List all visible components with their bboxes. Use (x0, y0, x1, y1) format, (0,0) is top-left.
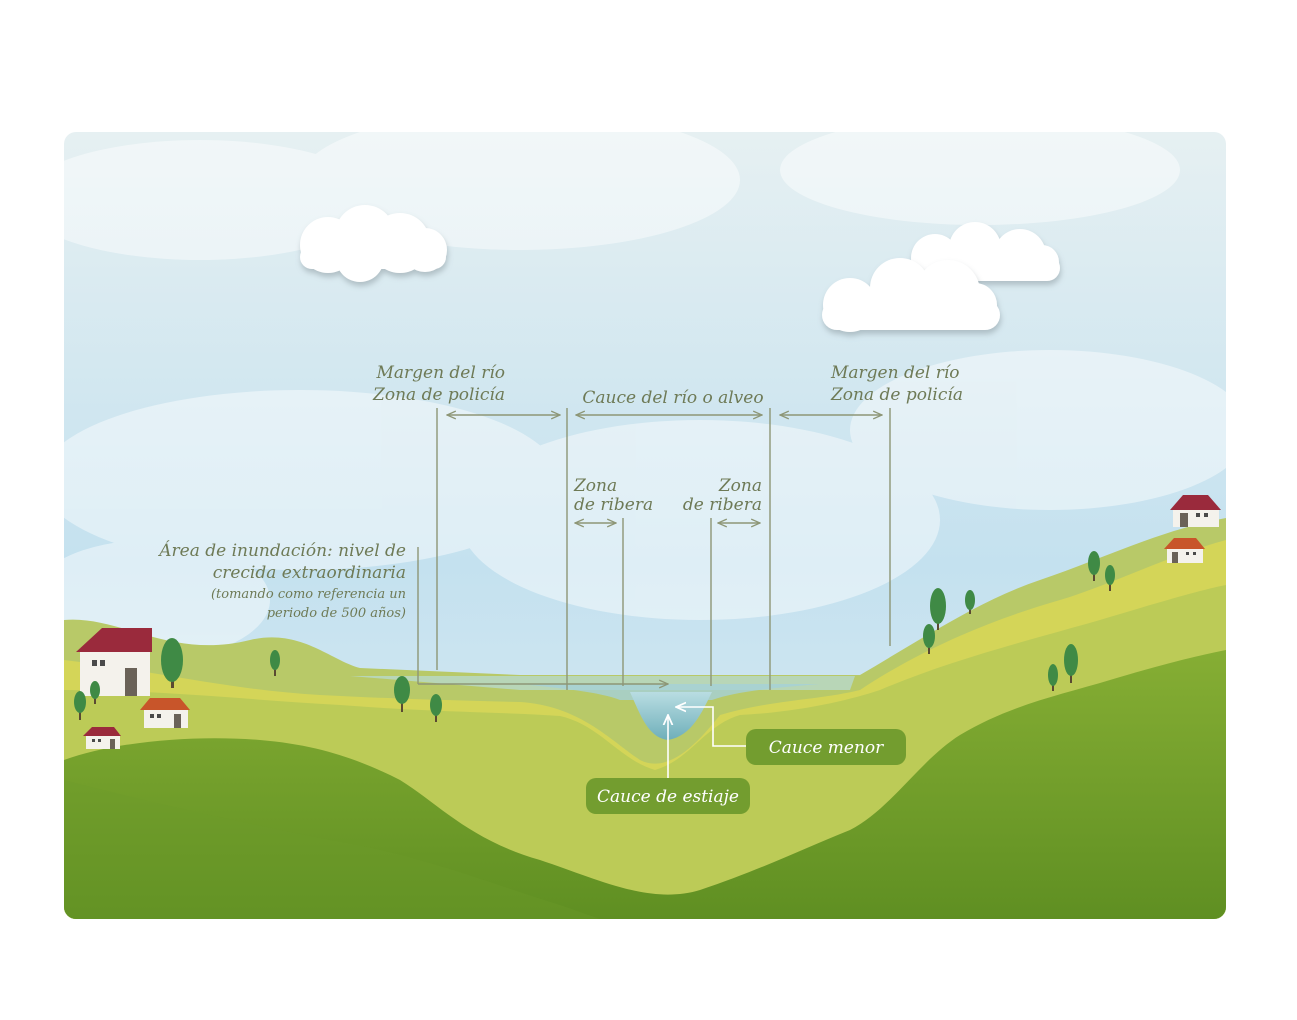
ribera-right-line1: Zona (718, 476, 762, 496)
cauce-estiaje-label: Cauce de estiaje (597, 787, 739, 807)
margin-left-line1: Margen del río (375, 363, 505, 383)
house-small-icon (83, 727, 121, 749)
cloud-right-front (822, 258, 1000, 332)
flood-line2: crecida extraordinaria (213, 563, 406, 583)
cauce-menor-label: Cauce menor (769, 738, 884, 758)
tree-icon (930, 588, 946, 630)
cauce-label: Cauce del río o alveo (582, 388, 763, 408)
trees (74, 551, 1115, 722)
cauce-estiaje-pill: Cauce de estiaje (586, 778, 750, 814)
tree-icon (90, 681, 100, 704)
tree-icon (1088, 551, 1100, 581)
tree-icon (161, 638, 183, 688)
hill-front-overlay (64, 780, 600, 919)
dimension-arrows (447, 415, 882, 523)
flood-line1: Área de inundación: nivel de (157, 540, 406, 561)
cauce-menor-pill: Cauce menor (746, 729, 906, 765)
cloud-left (300, 205, 447, 282)
ribera-right-line2: de ribera (683, 495, 762, 515)
flood-line4: periodo de 500 años) (267, 606, 406, 621)
margin-left-line2: Zona de policía (372, 385, 505, 405)
hill-front (64, 650, 1226, 919)
house-large-icon (76, 628, 152, 696)
ribera-left-line1: Zona (573, 476, 617, 496)
tree-icon (1048, 664, 1058, 691)
tree-icon (430, 694, 442, 722)
tree-icon (1105, 565, 1115, 591)
flood-line3: (tomando como referencia un (211, 587, 406, 602)
house-medium-icon (140, 698, 190, 728)
tree-icon (394, 676, 410, 712)
house-hill-low-icon (1164, 538, 1205, 563)
tree-icon (270, 650, 280, 676)
pointer-lines (668, 707, 746, 778)
house-hill-top-icon (1170, 495, 1221, 527)
sky-haze (64, 132, 1226, 660)
ribera-left-line2: de ribera (574, 495, 653, 515)
margin-right-line2: Zona de policía (830, 385, 963, 405)
margin-right-line1: Margen del río (830, 363, 960, 383)
tree-icon (965, 590, 975, 614)
tree-icon (74, 691, 86, 720)
labels: Margen del río Zona de policía Cauce del… (157, 363, 963, 621)
guide-lines (417, 408, 891, 690)
tree-icon (1064, 644, 1078, 683)
tree-icon (923, 624, 935, 654)
